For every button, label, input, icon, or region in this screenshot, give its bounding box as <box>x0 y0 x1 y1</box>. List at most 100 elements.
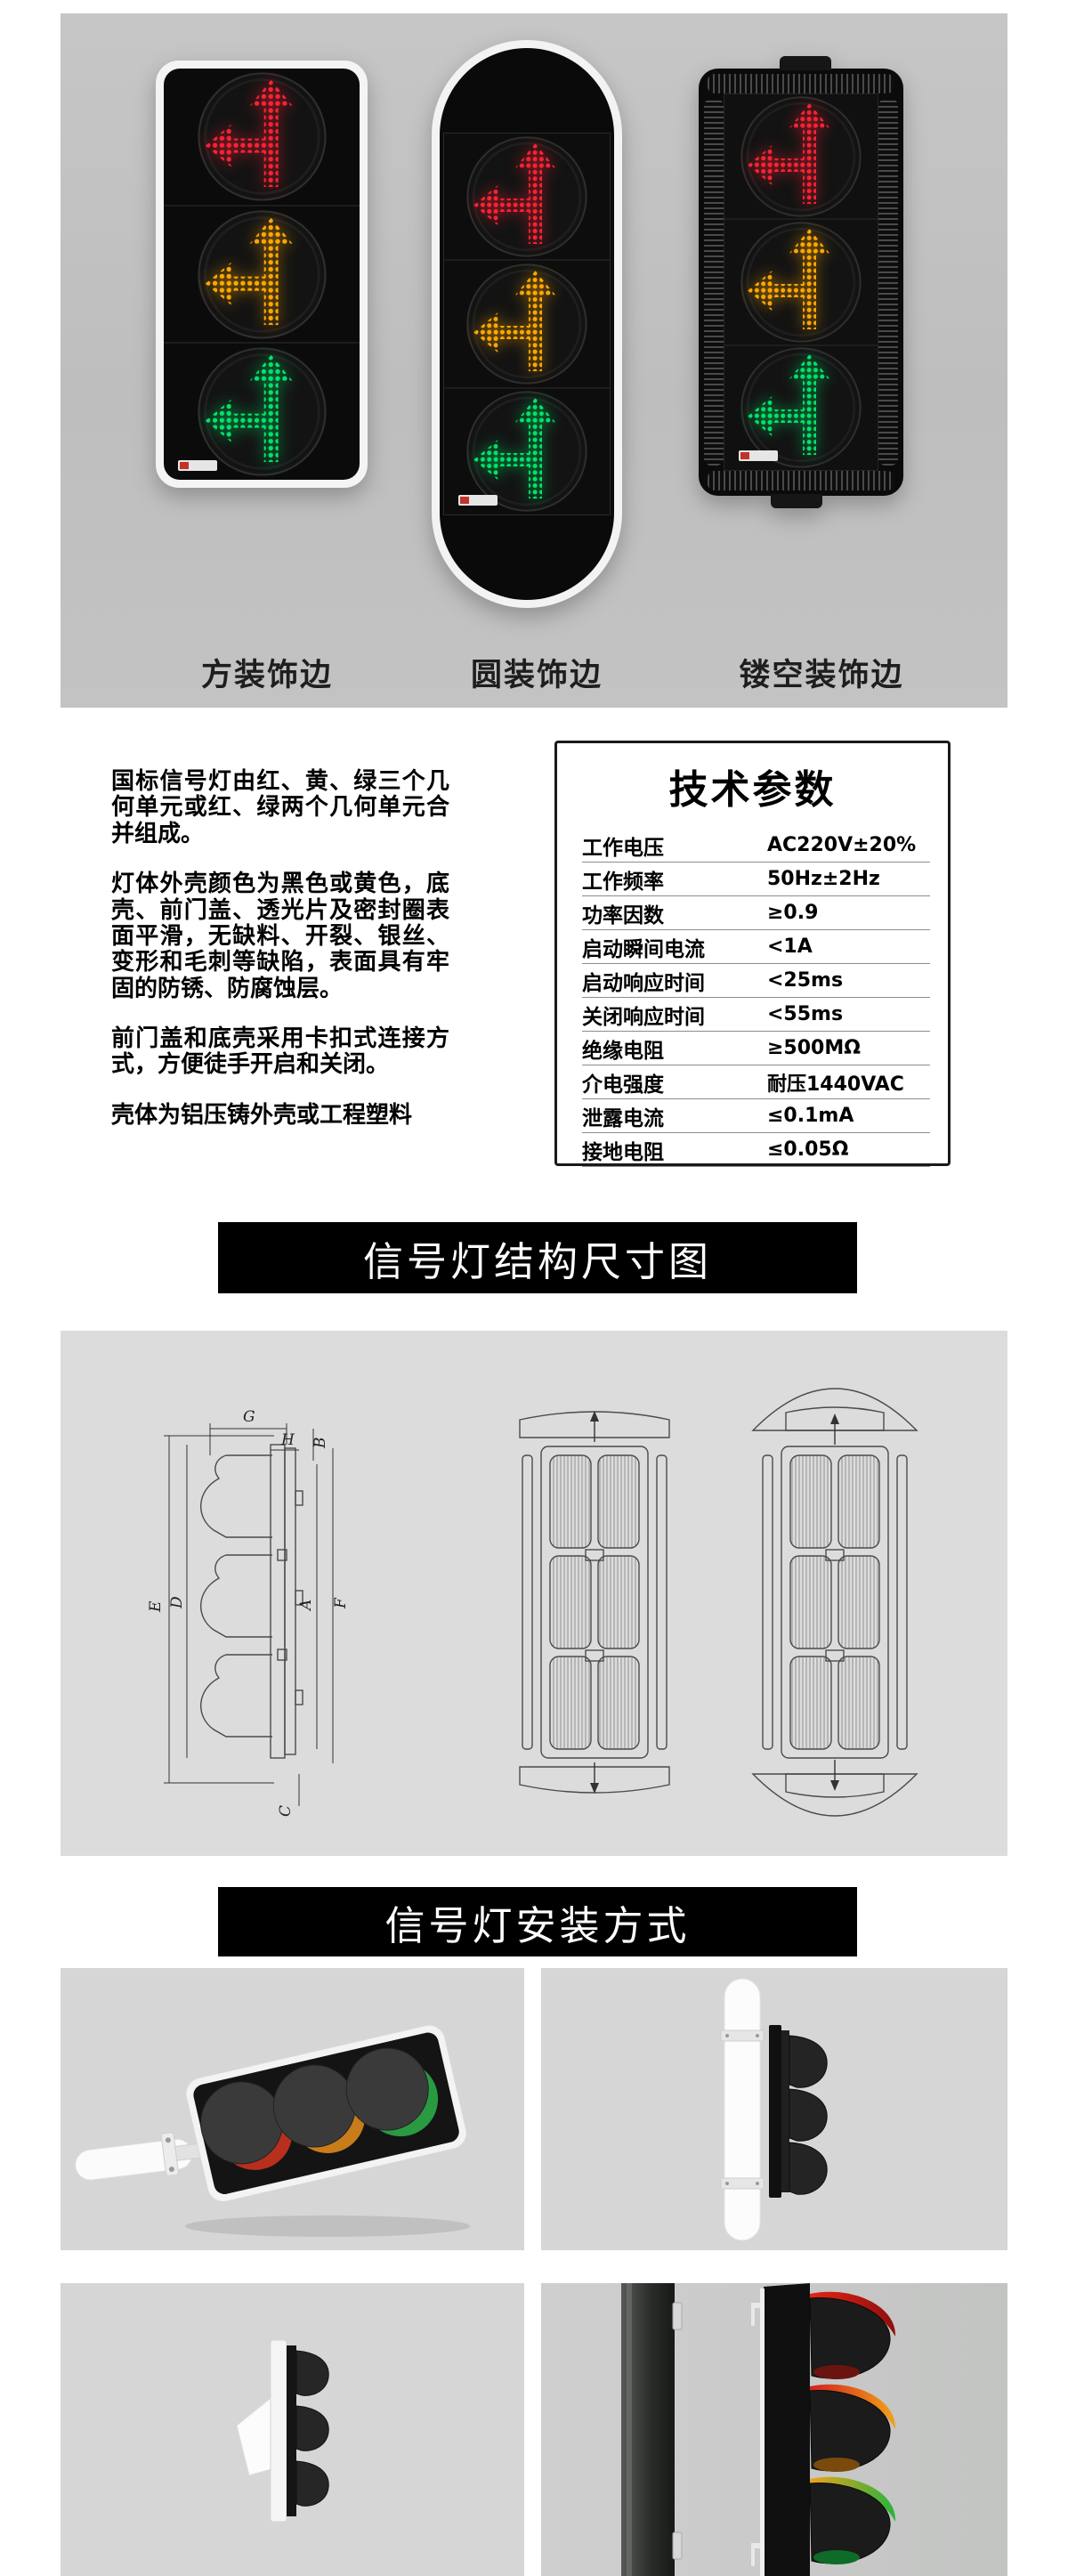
dim-label-H: H <box>280 1431 295 1449</box>
tech-spec-card: 技术参数 工作电压 AC220V±20% 工作频率 50Hz±2Hz 功率因数≥0.… <box>554 741 951 1167</box>
green-hood <box>809 2476 896 2564</box>
description-paragraph: 壳体为铝压铸外壳或工程塑料 <box>111 1101 413 1129</box>
amber-hood <box>809 2384 896 2472</box>
red-arrow-lens <box>197 72 327 201</box>
spec-label: 启动响应时间 <box>582 971 705 995</box>
led-arrow-icon <box>740 222 862 343</box>
dark-pole <box>621 2283 683 2576</box>
led-arrow-icon <box>740 347 862 468</box>
green-hood <box>345 2047 439 2137</box>
pole-side-mount-render <box>720 1978 828 2241</box>
dim-label-G: G <box>243 1408 255 1426</box>
spec-value: <25ms <box>767 969 844 992</box>
spec-row: 工作频率 50Hz±2Hz <box>582 863 930 896</box>
green-arrow-lens <box>466 391 587 512</box>
dim-label-F: F <box>332 1597 350 1609</box>
louver-band <box>878 99 898 466</box>
pole-arm <box>75 2132 206 2181</box>
signal-cell <box>724 218 878 344</box>
signal-face <box>443 133 611 515</box>
spec-value: ≤0.05Ω <box>767 1138 849 1161</box>
spec-label: 工作电压 <box>582 836 664 860</box>
spec-value: 50Hz±2Hz <box>767 868 880 890</box>
spec-label: 关闭响应时间 <box>582 1005 705 1029</box>
install-photo-horizontal-arm <box>61 1968 524 2250</box>
spec-row: 功率因数≥0.9 <box>582 896 930 930</box>
spec-row: 泄露电流 ≤0.1mA <box>582 1099 930 1133</box>
brand-sticker <box>458 495 498 506</box>
spec-row: 启动瞬间电流<1A <box>582 930 930 964</box>
variant-label-square: 方装饰边 <box>200 658 333 693</box>
install-photo-side-pole <box>541 1968 1007 2250</box>
traffic-light-louver-trim <box>699 56 903 508</box>
signal-cell <box>724 344 878 470</box>
spec-row: 介电强度耐压1440VAC <box>582 1065 930 1099</box>
dim-label-A: A <box>297 1600 315 1612</box>
mount-tab <box>771 494 822 508</box>
spec-row: 接地电阻 ≤0.05Ω <box>582 1133 930 1167</box>
led-arrow-icon <box>740 95 862 217</box>
spec-label: 启动瞬间电流 <box>582 937 705 961</box>
signal-cell <box>724 94 878 218</box>
spec-row: 绝缘电阻≥500MΩ <box>582 1032 930 1065</box>
variant-label-round: 圆装饰边 <box>470 658 603 693</box>
spec-value: 耐压1440VAC <box>767 1073 904 1096</box>
spec-label: 接地电阻 <box>582 1140 664 1164</box>
dim-label-C: C <box>277 1805 295 1817</box>
traffic-light-round-trim <box>432 40 622 608</box>
install-photo-bracket-side <box>61 2283 524 2576</box>
product-description: 国标信号灯由红、黄、绿三个几何单元或红、绿两个几何单元合并组成。 灯体外壳颜色为… <box>111 768 449 1153</box>
amber-arrow-lens <box>197 209 327 339</box>
spec-label: 泄露电流 <box>582 1106 664 1130</box>
signal-cell <box>444 386 610 514</box>
dim-label-E: E <box>147 1600 165 1613</box>
louver-band <box>708 471 894 490</box>
signal-cell <box>444 134 610 259</box>
spec-label: 功率因数 <box>582 903 664 928</box>
signal-cell <box>444 259 610 386</box>
side-view-drawing: G H B E D A F C <box>147 1408 350 1817</box>
dimension-diagram-panel: G H B E D A F C <box>61 1331 1007 1856</box>
amber-arrow-lens <box>740 222 862 343</box>
description-paragraph: 灯体外壳颜色为黑色或黄色，底壳、前门盖、透光片及密封圈表面平滑，无缺料、开裂、银… <box>111 871 449 1002</box>
green-arrow-lens <box>197 347 327 476</box>
vertical-pole <box>720 1978 765 2241</box>
spec-label: 工作频率 <box>582 870 664 894</box>
description-paragraph: 前门盖和底壳采用卡扣式连接方式，方便徒手开启和关闭。 <box>111 1025 449 1079</box>
dark-pole-mount-render <box>621 2283 896 2576</box>
led-arrow-icon <box>197 209 327 339</box>
section-banner-structure: 信号灯结构尺寸图 <box>218 1222 857 1293</box>
back-view-drawing <box>519 1411 670 1794</box>
section-banner-install: 信号灯安装方式 <box>218 1887 857 1956</box>
install-photo-dark-pole-closeup <box>541 2283 1007 2576</box>
spec-row: 启动响应时间 <25ms <box>582 964 930 998</box>
dimension-diagram: G H B E D A F C <box>147 1388 918 1817</box>
capsule-back-view-drawing <box>751 1388 918 1817</box>
tech-spec-rows: 工作电压 AC220V±20% 工作频率 50Hz±2Hz 功率因数≥0.9 启动瞬… <box>582 829 930 1167</box>
led-arrow-icon <box>197 72 327 201</box>
tech-spec-title: 技术参数 <box>668 767 837 813</box>
brand-sticker <box>178 460 217 471</box>
amber-hood <box>272 2064 366 2153</box>
signal-face <box>164 69 360 480</box>
led-arrow-icon <box>466 135 587 257</box>
mount-bracket <box>236 2394 275 2476</box>
louver-band <box>708 74 894 93</box>
description-paragraph: 国标信号灯由红、黄、绿三个几何单元或红、绿两个几何单元合并组成。 <box>111 768 449 847</box>
dim-label-D: D <box>168 1596 186 1609</box>
signal-cell <box>164 69 360 205</box>
spec-value: AC220V±20% <box>767 834 917 856</box>
red-arrow-lens <box>466 135 587 257</box>
signal-face <box>724 93 878 471</box>
spec-value: ≤0.1mA <box>767 1105 854 1127</box>
spec-row: 关闭响应时间<55ms <box>582 998 930 1032</box>
signal-head-closeup <box>751 2283 896 2576</box>
led-arrow-icon <box>466 391 587 512</box>
signal-head-side <box>769 2025 828 2198</box>
signal-cell <box>164 204 360 343</box>
signal-cell <box>164 342 360 480</box>
led-arrow-icon <box>466 263 587 385</box>
signal-head-side <box>270 2339 329 2523</box>
bracket-side-mount-render <box>236 2339 329 2523</box>
